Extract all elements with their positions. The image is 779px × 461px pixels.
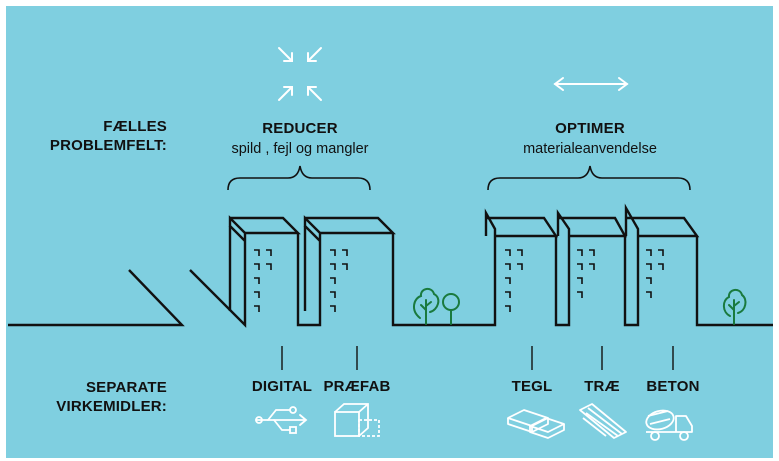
instrument-label-digital: DIGITAL: [251, 378, 313, 395]
reduce-brace: [227, 165, 371, 191]
usb-icon: [255, 406, 308, 434]
double-arrow-icon: [553, 77, 629, 91]
timber-icon: [579, 403, 627, 439]
instrument-label-beton: BETON: [646, 378, 700, 395]
separate-label-line1: SEPARATE: [85, 379, 167, 396]
reduce-title: REDUCER: [262, 120, 338, 137]
compress-arrows-icon: [278, 47, 322, 101]
prefab-cube-icon: [334, 403, 380, 437]
reduce-heading: REDUCER spild , fejl og mangler: [200, 119, 400, 159]
instrument-label-tegl: TEGL: [511, 378, 553, 395]
shared-label-line2: PROBLEMFELT:: [49, 137, 167, 154]
optimize-subtitle: materialeanvendelse: [523, 141, 657, 157]
separate-instruments-label: SEPARATE VIRKEMIDLER:: [56, 378, 167, 416]
optimize-title: OPTIMER: [555, 120, 625, 137]
shared-problem-label: FÆLLES PROBLEMFELT:: [50, 117, 167, 155]
reduce-subtitle: spild , fejl og mangler: [231, 141, 369, 157]
separate-label-line2: VIRKEMIDLER:: [56, 398, 167, 415]
connector-lines: [281, 346, 674, 370]
bricks-icon: [507, 409, 565, 439]
tree-icon: [722, 289, 747, 325]
instrument-label-praefab: PRÆFAB: [323, 378, 391, 395]
window-marks: [254, 249, 664, 312]
skyline: [8, 203, 773, 328]
concrete-mixer-icon: [645, 409, 693, 441]
optimize-heading: OPTIMER materialeanvendelse: [490, 119, 690, 159]
tree-icon: [413, 288, 460, 325]
shared-label-line1: FÆLLES: [103, 118, 167, 135]
optimize-brace: [487, 165, 691, 191]
instrument-label-trae: TRÆ: [584, 378, 620, 395]
